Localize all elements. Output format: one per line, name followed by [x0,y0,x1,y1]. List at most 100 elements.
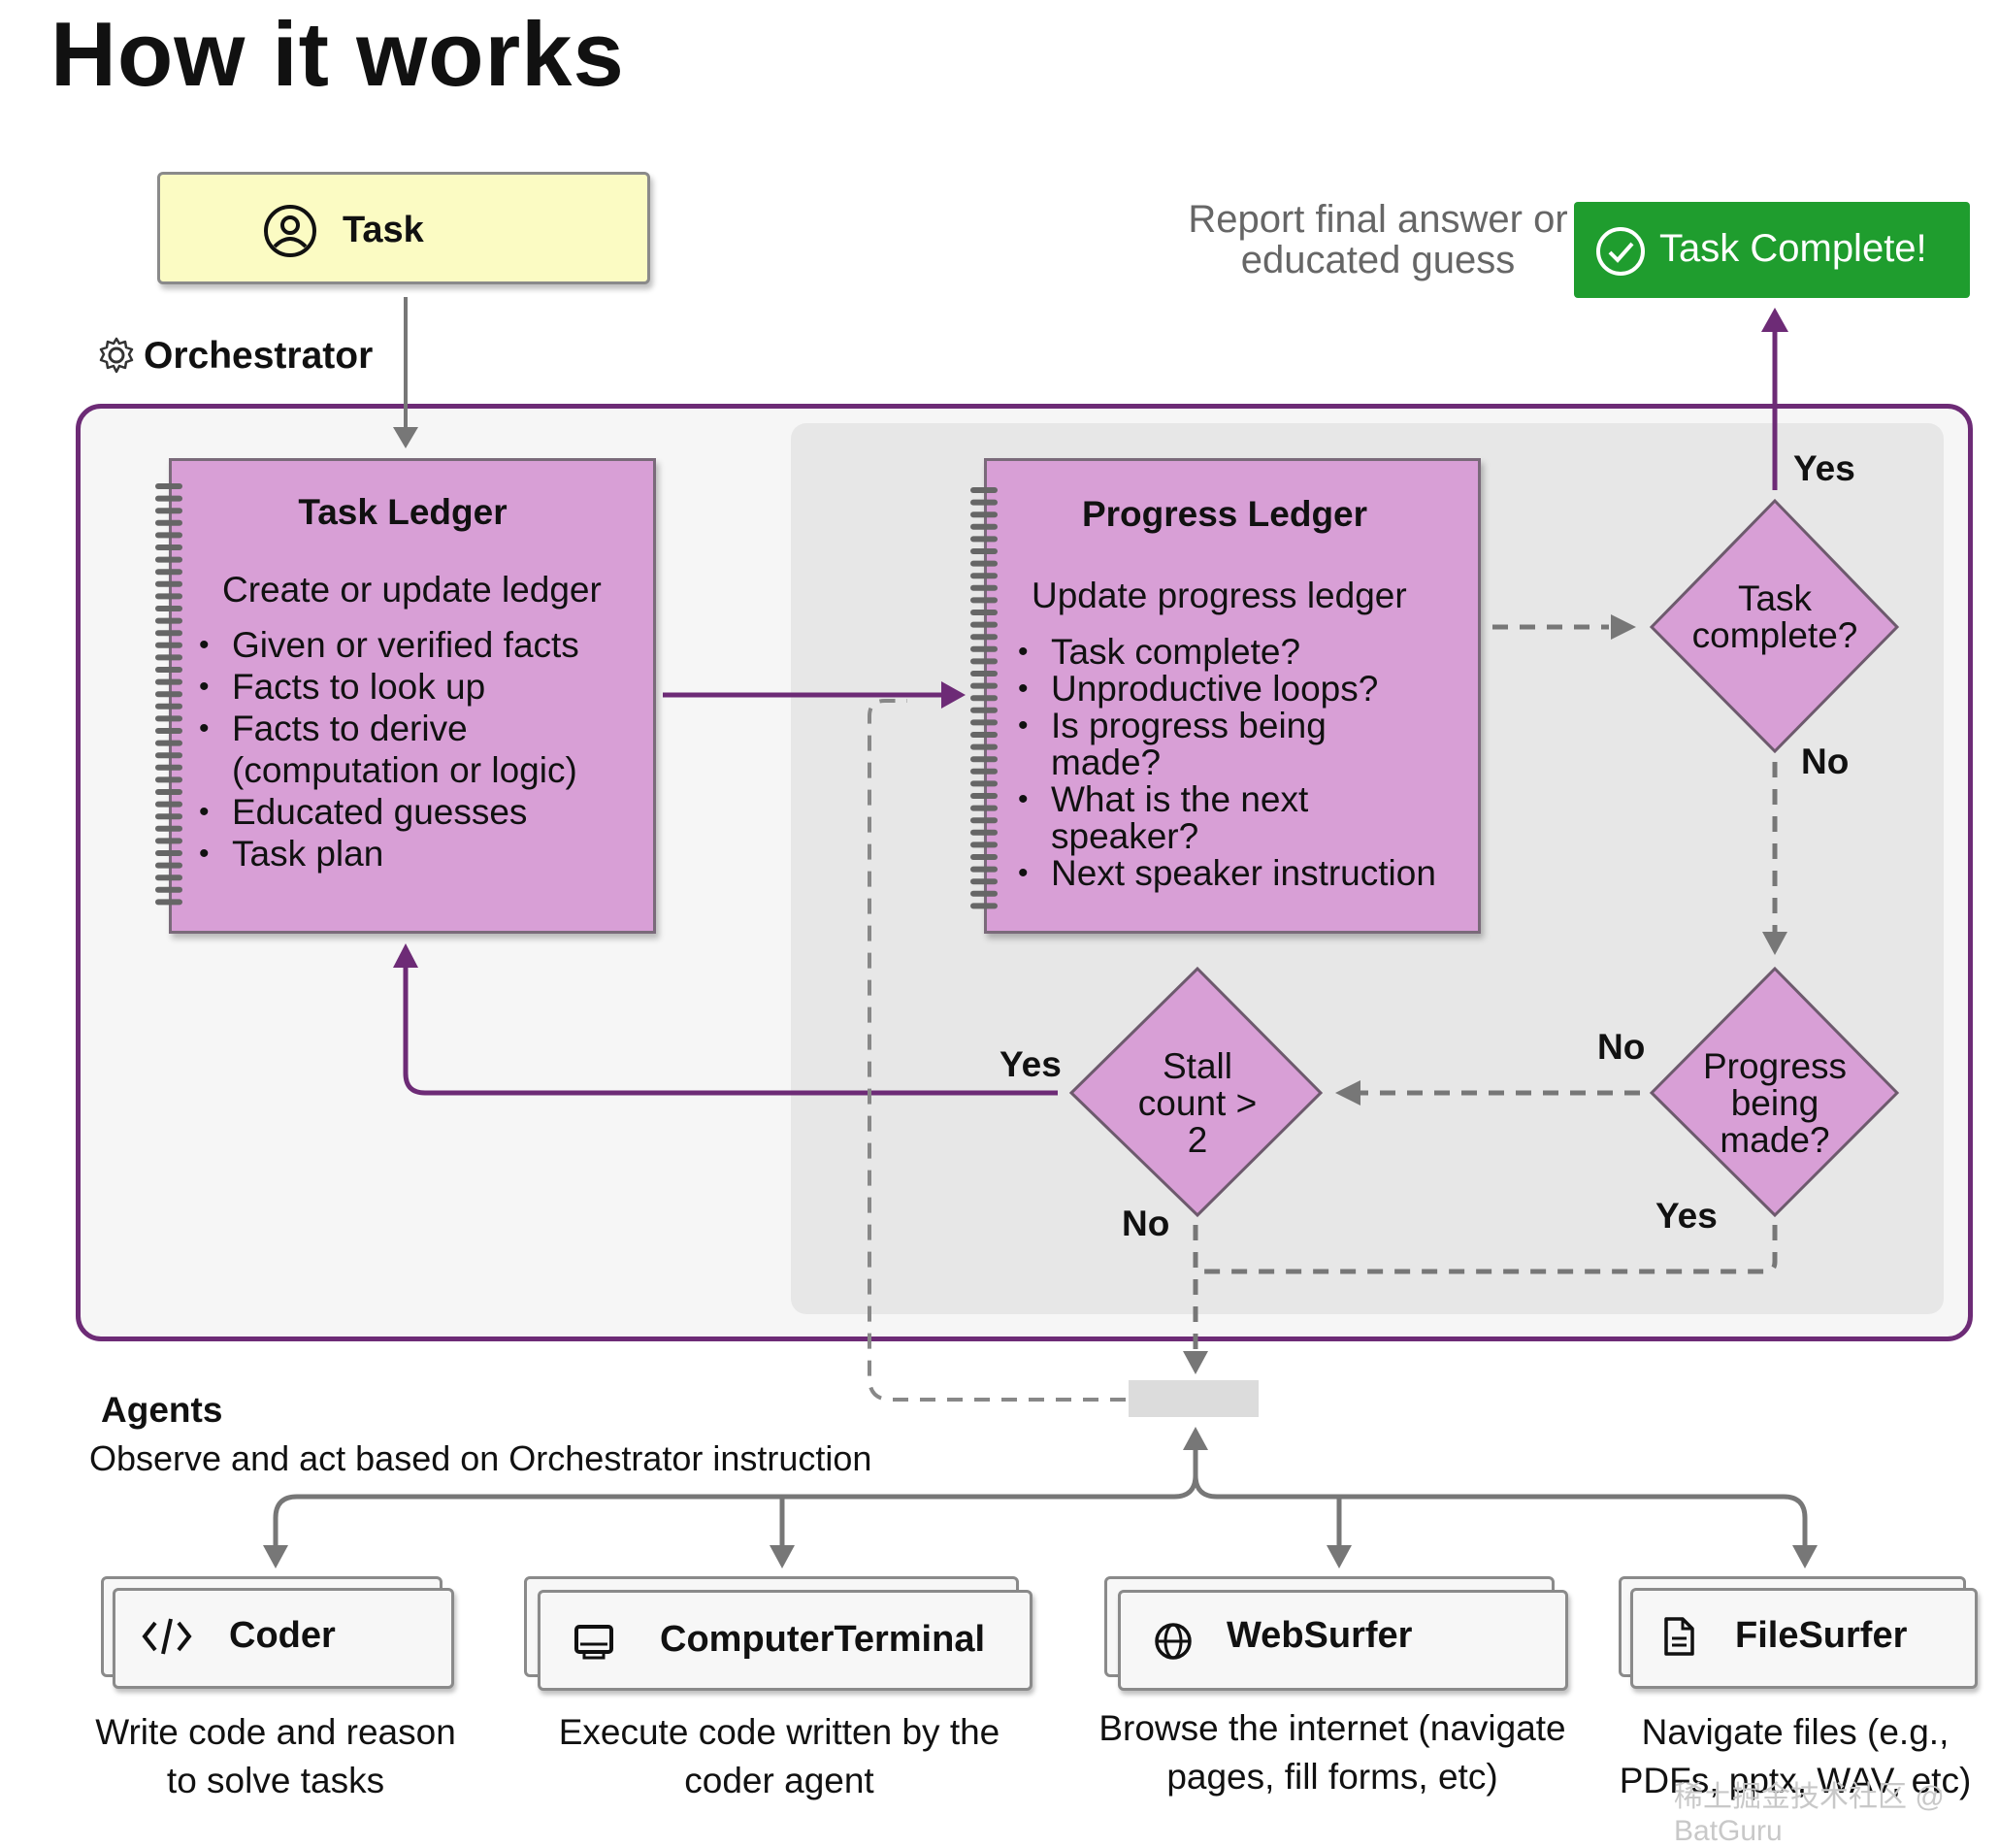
spiral-ring [970,890,998,897]
spiral-ring [970,512,998,518]
arrow-up-from-agents [1183,1427,1208,1475]
spiral-ring [155,667,182,673]
spiral-ring [155,556,182,563]
spiral-ring [155,752,182,759]
spiral-ring [155,874,182,881]
spiral-ring [155,776,182,783]
agent-name: FileSurfer [1735,1615,1908,1656]
list-item-text: Is progress being made? [1051,706,1327,782]
spiral-ring [155,862,182,869]
agent-desc-filesurfer: Navigate files (e.g., PDFs, pptx, WAV, e… [1619,1712,1972,1800]
gear-icon [99,337,134,374]
spiral-ring [155,801,182,808]
progress-ledger: Progress Ledger Update progress ledger T… [984,458,1481,934]
spiral-ring [970,780,998,787]
list-item: Is progress being made? [1018,708,1474,781]
user-circle-icon [264,205,316,257]
spiral-ring [970,743,998,750]
decision-task-complete-shape [1649,498,1900,754]
card-front [113,1588,454,1689]
spiral-ring [155,617,182,624]
spiral-ring [155,495,182,502]
decision-task-complete-text: Task complete? [1691,578,1858,655]
globe-icon [1155,1623,1192,1660]
label-task-complete-yes: Yes [1793,448,1855,488]
spiral-ring [970,719,998,726]
spiral-ring [970,842,998,848]
agent-card-computerterminal[interactable]: ComputerTerminal [524,1576,1034,1693]
label-task-complete-no: No [1801,742,1850,781]
spiral-ring [970,756,998,763]
agent-name: ComputerTerminal [660,1619,986,1660]
list-item: Given or verified facts [199,624,645,666]
list-item: Facts to derive (computation or logic) [199,708,645,791]
spiral-ring [155,642,182,648]
spiral-ring [970,732,998,738]
agents-subtitle: Observe and act based on Orchestrator in… [89,1438,872,1478]
spiral-ring [155,654,182,661]
agent-card-filesurfer[interactable]: FileSurfer [1619,1576,1982,1693]
spiral-ring [155,886,182,893]
list-item: Task plan [199,833,645,874]
list-item: Task complete? [1018,634,1474,672]
agent-name: Coder [229,1615,336,1656]
agent-card-websurfer[interactable]: WebSurfer [1104,1576,1570,1693]
task-complete-node: Task Complete! [1574,202,1970,298]
agent-card-coder[interactable]: Coder [101,1576,456,1691]
progress-ledger-subtitle: Update progress ledger [1032,576,1407,615]
spiral-ring [155,519,182,526]
spiral-ring [155,899,182,906]
page-title: How it works [50,3,625,105]
spiral-ring [155,508,182,514]
spiral-ring [155,789,182,795]
spiral-ring [970,695,998,702]
watermark: 稀土掘金技术社区 @ BatGuru [1674,1781,1945,1847]
spiral-ring [155,544,182,550]
task-ledger-spiral [155,483,182,906]
arrow-stall-yes-to-taskledger [393,943,1058,1096]
spiral-ring [970,584,998,591]
task-ledger-items: Given or verified facts Facts to look up… [199,624,645,874]
arrow-agents-back-to-progress [868,699,1126,1402]
spiral-ring [155,678,182,685]
decision-progress-shape [1649,966,1900,1218]
spiral-ring [970,573,998,579]
arrow-stall-no-down [1183,1225,1208,1374]
spiral-ring [155,593,182,600]
spiral-ring [970,793,998,799]
card-front [1630,1588,1978,1689]
spiral-ring [970,548,998,554]
spiral-ring [970,903,998,909]
decision-stall-text: Stall count > 2 [1137,1046,1258,1160]
spiral-ring [155,580,182,587]
label-progress-yes: Yes [1655,1196,1718,1236]
spiral-ring [155,813,182,820]
spiral-ring [970,645,998,652]
spiral-ring [155,825,182,832]
arrow-task-to-ledger [393,297,418,448]
agent-branch-lines [273,1474,1808,1545]
task-ledger: Task Ledger Create or update ledger Give… [169,458,656,934]
spiral-ring [970,707,998,713]
task-complete-label: Task Complete! [1659,227,1927,270]
task-node: Task [157,172,650,284]
list-item: Facts to look up [199,666,645,708]
arrow-yes-to-complete [1761,308,1788,490]
spiral-ring [155,532,182,539]
agents-heading: Agents [101,1390,223,1430]
spiral-ring [970,621,998,628]
spiral-ring [970,768,998,775]
decision-stall-shape [1068,966,1324,1218]
progress-ledger-spiral [970,487,998,909]
spiral-ring [155,703,182,710]
arrow-progress-no-to-stall [1335,1080,1640,1106]
spiral-ring [970,878,998,885]
label-progress-no: No [1597,1027,1646,1067]
instruction-relay-bar [1129,1380,1259,1417]
spiral-ring [970,536,998,543]
monitor-icon [574,1625,613,1660]
spiral-ring [155,850,182,856]
list-item: What is the next speaker? [1018,781,1474,855]
agent-desc-computerterminal: Execute code written by the coder agent [558,1712,1000,1800]
